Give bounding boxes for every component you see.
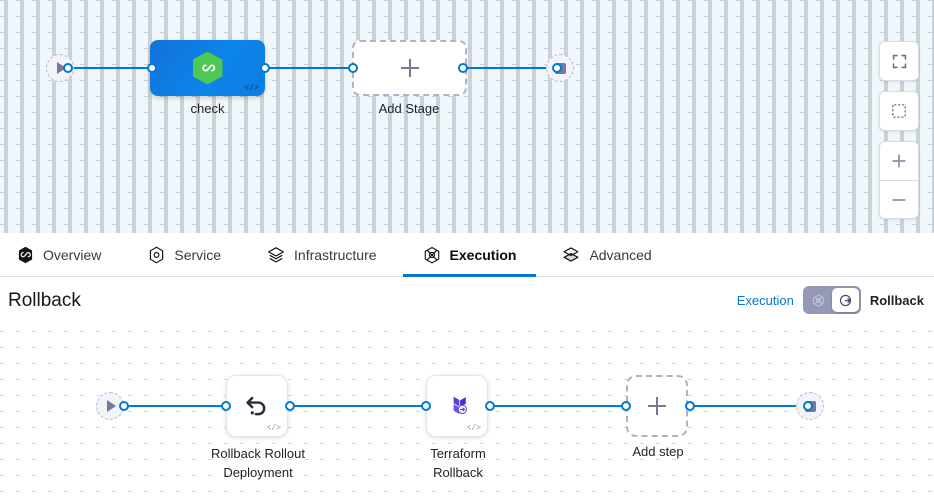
- advanced-layers-icon: [562, 246, 580, 264]
- port-addstage-out[interactable]: [458, 63, 468, 73]
- edge-rollback-rollout-to-terraform: [288, 405, 460, 407]
- add-step-button[interactable]: [626, 375, 688, 437]
- stage-label-check: check: [190, 101, 225, 116]
- tab-label: Infrastructure: [294, 246, 377, 263]
- service-hexagon-icon: [147, 246, 165, 264]
- toggle-label-execution[interactable]: Execution: [736, 292, 794, 308]
- play-icon: [107, 400, 116, 412]
- rollback-steps-canvas[interactable]: </> Rollback Rollout Deployment </> Terr…: [0, 331, 934, 500]
- tab-execution[interactable]: Execution: [402, 233, 537, 277]
- execution-rollback-toggle[interactable]: [802, 286, 861, 314]
- tab-label: Overview: [43, 246, 102, 263]
- stage-tab-bar: Overview Service Infrastructure: [0, 233, 934, 277]
- tab-label: Execution: [449, 246, 517, 263]
- fullscreen-button[interactable]: [880, 42, 918, 80]
- port-step2-out[interactable]: [485, 401, 495, 411]
- rollback-header: Rollback Execution Rollback: [0, 277, 934, 331]
- step-node-rollback-rollout-deployment[interactable]: </>: [226, 375, 288, 437]
- port-step1-in[interactable]: [221, 401, 231, 411]
- canvas-toolbar-zoom: [879, 141, 919, 219]
- plus-icon: [400, 59, 419, 77]
- port-check-out[interactable]: [260, 63, 270, 73]
- edge-terraform-to-addstep: [488, 405, 636, 407]
- step-node-terraform-rollback[interactable]: </>: [426, 375, 488, 437]
- edge-addstage-to-end: [457, 67, 557, 69]
- code-badge-icon: </>: [266, 424, 281, 433]
- add-step-label: Add step: [632, 444, 684, 459]
- port-rb-end-in[interactable]: [803, 401, 813, 411]
- port-addstep-out[interactable]: [685, 401, 695, 411]
- step-label-rollback-rollout-deployment: Rollback Rollout Deployment: [211, 446, 305, 480]
- port-start-out[interactable]: [63, 63, 73, 73]
- add-stage-label: Add Stage: [378, 101, 440, 116]
- port-check-in[interactable]: [147, 63, 157, 73]
- harness-hexagon-icon: [192, 51, 223, 85]
- plus-icon: [648, 397, 666, 415]
- port-step1-out[interactable]: [285, 401, 295, 411]
- canvas-toolbar-fit: [879, 91, 919, 131]
- execution-atom-icon: [423, 246, 441, 264]
- port-addstep-in[interactable]: [621, 401, 631, 411]
- step-label-terraform-rollback: Terraform Rollback: [430, 446, 486, 480]
- zoom-in-button[interactable]: [880, 142, 918, 180]
- execution-rollback-toggle-group: Execution Rollback: [737, 286, 924, 314]
- tab-infrastructure[interactable]: Infrastructure: [267, 233, 377, 277]
- toggle-label-rollback[interactable]: Rollback: [869, 292, 924, 308]
- harness-hexagon-icon: [16, 246, 34, 264]
- code-badge-icon: </>: [244, 84, 259, 93]
- edge-addstep-to-end: [688, 405, 808, 407]
- terraform-rollback-icon: [441, 390, 473, 422]
- tab-advanced[interactable]: Advanced: [562, 233, 652, 277]
- layers-icon: [267, 246, 285, 264]
- edge-start-to-check: [68, 67, 158, 69]
- stage-node-check[interactable]: </>: [150, 40, 265, 96]
- play-icon: [57, 62, 66, 74]
- edge-start-to-rollback-rollout: [118, 405, 233, 407]
- tab-label: Service: [174, 246, 222, 263]
- tab-label: Advanced: [589, 246, 652, 263]
- edge-check-to-addstage: [260, 67, 355, 69]
- tab-service[interactable]: Service: [147, 233, 221, 277]
- code-badge-icon: </>: [466, 424, 481, 433]
- canvas-toolbar-view: [879, 41, 919, 81]
- toggle-option-execution[interactable]: [805, 288, 832, 312]
- port-rb-start-out[interactable]: [119, 401, 129, 411]
- toggle-option-rollback[interactable]: [831, 288, 859, 312]
- port-step2-in[interactable]: [421, 401, 431, 411]
- tab-overview[interactable]: Overview: [16, 233, 101, 277]
- page-title: Rollback: [8, 290, 81, 311]
- port-end-in[interactable]: [552, 63, 562, 73]
- rollback-undo-icon: [246, 396, 266, 416]
- zoom-out-button[interactable]: [880, 180, 918, 218]
- add-stage-button[interactable]: [352, 40, 467, 96]
- fit-to-screen-button[interactable]: [880, 92, 918, 130]
- pipeline-execution-canvas[interactable]: </> check Add Stage: [0, 0, 934, 233]
- port-addstage-in[interactable]: [348, 63, 358, 73]
